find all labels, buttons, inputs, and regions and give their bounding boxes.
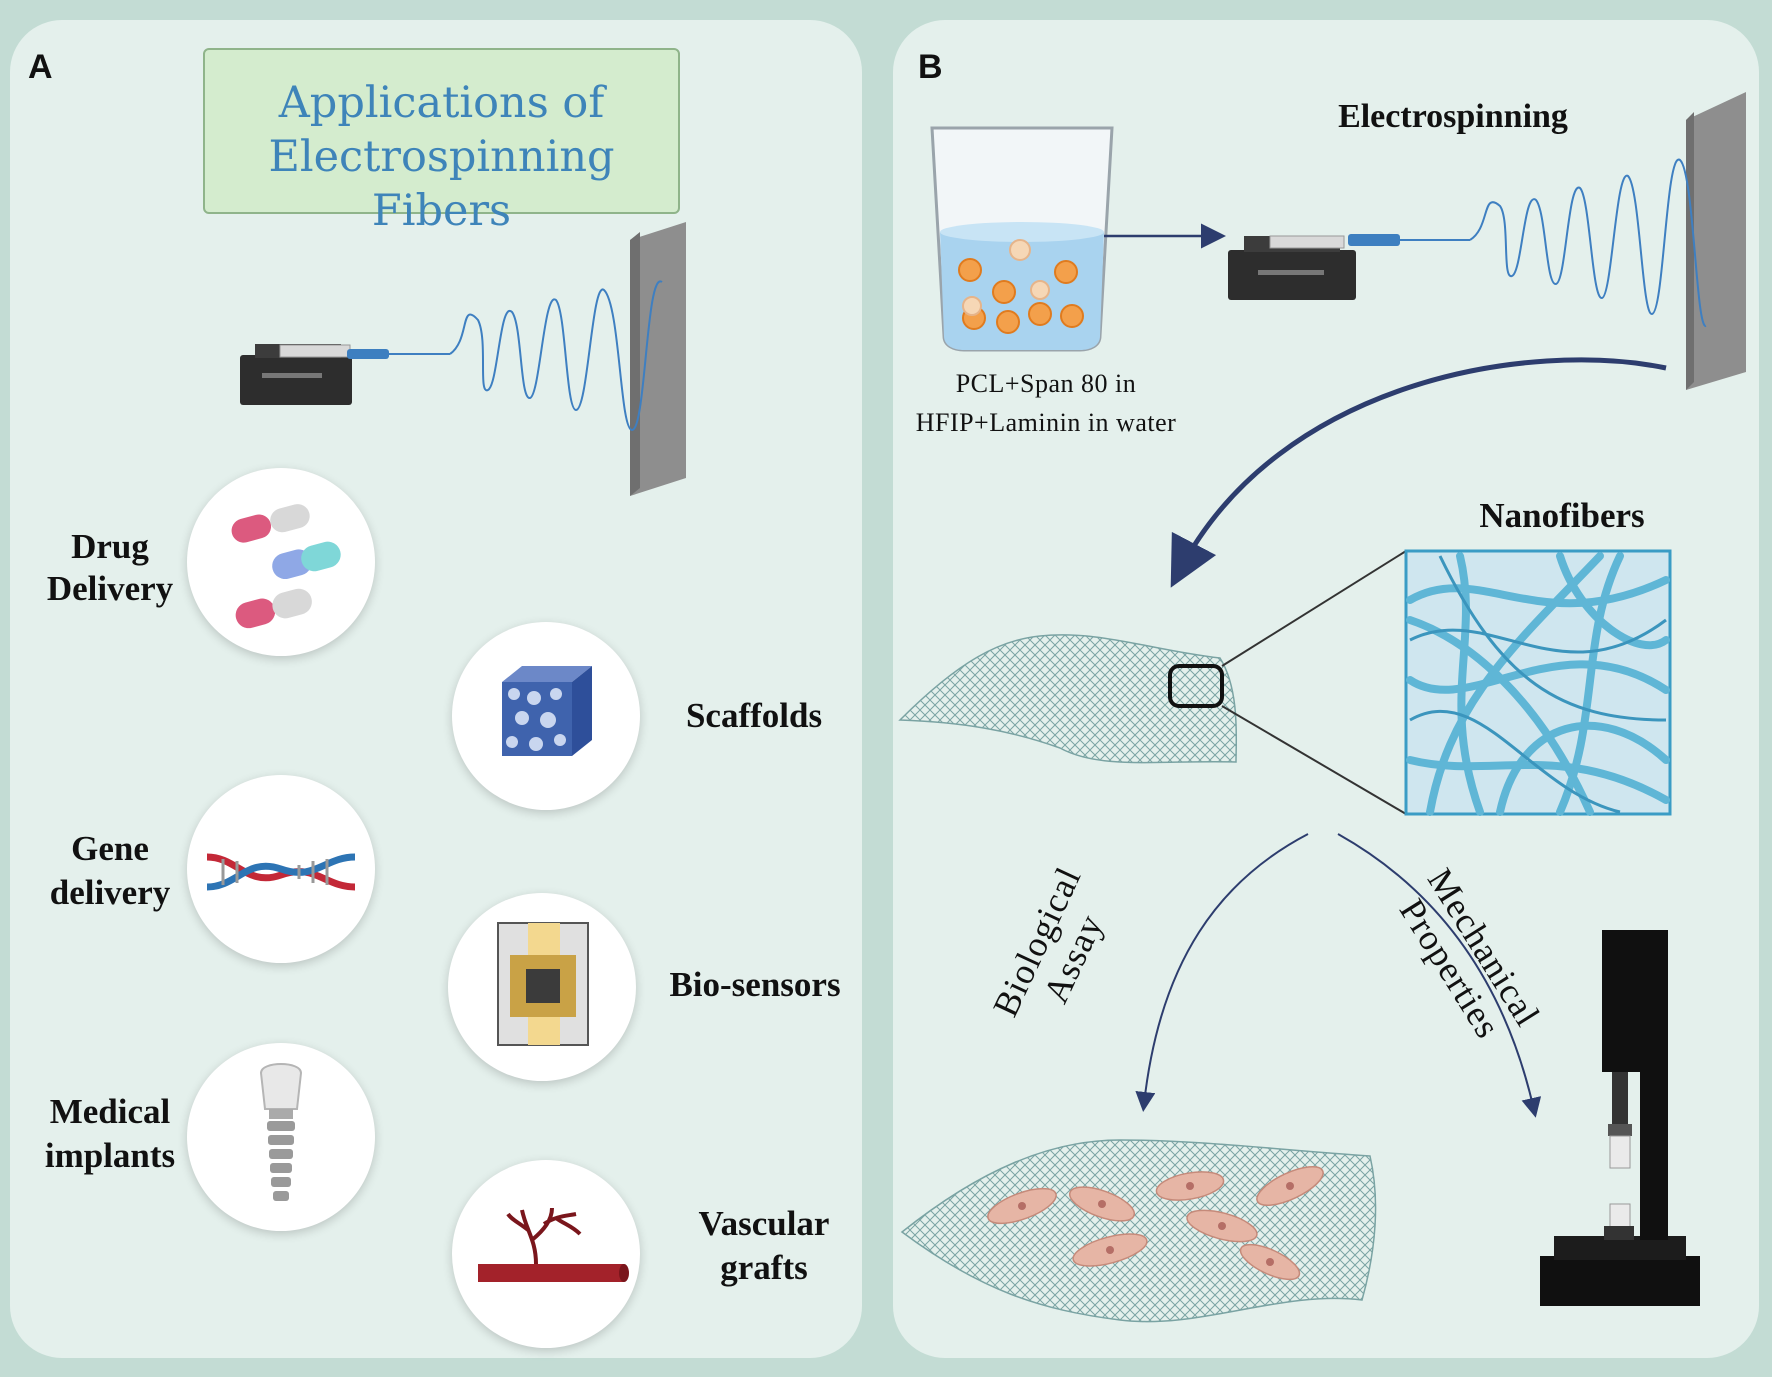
solution-label-line-1: PCL+Span 80 in bbox=[955, 369, 1137, 398]
title-box: Applications of Electrospinning Fibers bbox=[203, 48, 680, 236]
capsules-icon bbox=[231, 504, 341, 629]
scaffold-cube-icon bbox=[502, 666, 592, 756]
panel-a bbox=[10, 20, 862, 1358]
nanofibers-label: Nanofibers bbox=[1479, 496, 1645, 535]
drug-delivery-label-line-2: Delivery bbox=[46, 569, 174, 608]
panel-b bbox=[893, 20, 1759, 1358]
solution-label-line-2: HFIP+Laminin in water bbox=[915, 408, 1177, 437]
medical-implants-label: Medical implants bbox=[40, 1090, 180, 1178]
solution-label: PCL+Span 80 in HFIP+Laminin in water bbox=[896, 364, 1196, 442]
biosensor-chip-icon bbox=[497, 922, 589, 1046]
medical-implants-label-line-2: implants bbox=[44, 1136, 176, 1175]
dna-icon bbox=[206, 853, 356, 891]
blood-vessel-icon bbox=[478, 1207, 629, 1282]
gene-delivery-label: Gene delivery bbox=[40, 827, 180, 915]
medical-implants-label-line-1: Medical bbox=[49, 1092, 171, 1131]
drug-delivery-label-line-1: Drug bbox=[71, 527, 149, 566]
gene-delivery-label-line-2: delivery bbox=[49, 873, 171, 912]
panel-a-label: A bbox=[28, 48, 53, 86]
medical-implants-circle bbox=[187, 1043, 375, 1231]
gene-delivery-label-line-1: Gene bbox=[71, 829, 149, 868]
drug-delivery-label: Drug Delivery bbox=[40, 526, 180, 610]
scaffolds-circle bbox=[452, 622, 640, 810]
panel-b-label: B bbox=[918, 48, 943, 86]
dental-implant-icon bbox=[259, 1063, 303, 1201]
biosensors-label: Bio-sensors bbox=[669, 965, 841, 1004]
title-line-1: Applications of bbox=[278, 78, 605, 128]
title-line-2: Electrospinning Fibers bbox=[268, 132, 615, 236]
biosensors-circle bbox=[448, 893, 636, 1081]
vascular-grafts-label: Vascular grafts bbox=[684, 1202, 844, 1290]
vascular-grafts-label-line-2: grafts bbox=[720, 1248, 808, 1287]
gene-delivery-circle bbox=[187, 775, 375, 963]
vascular-grafts-circle bbox=[452, 1160, 640, 1348]
electrospinning-label: Electrospinning bbox=[1338, 98, 1568, 135]
drug-delivery-circle bbox=[187, 468, 375, 656]
scaffolds-label: Scaffolds bbox=[685, 696, 823, 735]
vascular-grafts-label-line-1: Vascular bbox=[698, 1204, 830, 1243]
